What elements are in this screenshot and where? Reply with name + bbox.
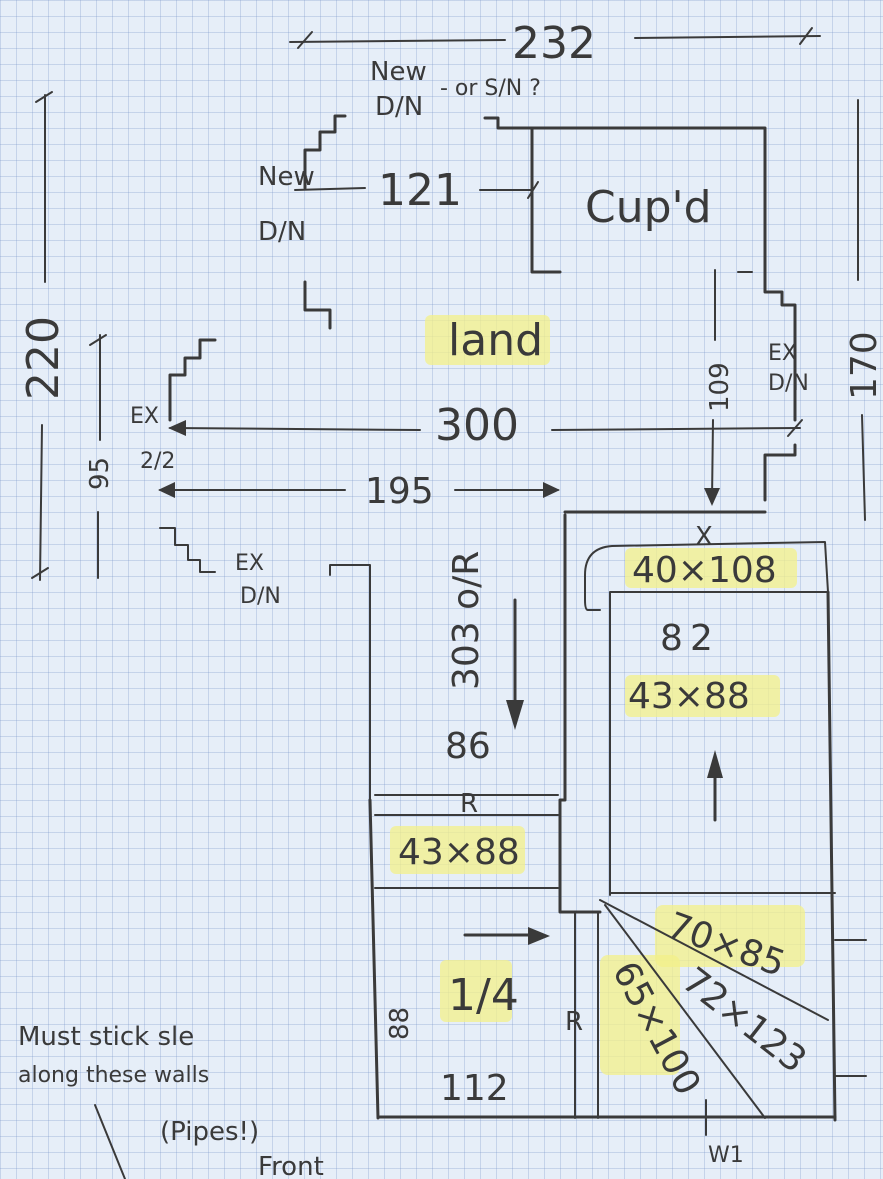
dim-300-arrow-left <box>168 420 186 436</box>
right-stair-wall <box>826 590 837 1122</box>
going-label: 303 o/R <box>446 551 487 690</box>
fraction-8: 8 <box>660 618 683 659</box>
ex-22-line1: EX <box>130 404 159 429</box>
highlight-top-step <box>625 548 797 588</box>
arrow-down-head <box>506 700 524 730</box>
dim-300-left <box>169 427 421 431</box>
wall-left-upper <box>303 280 332 330</box>
new-dn-left-line2: D/N <box>258 217 306 247</box>
wall-lower-left-stair <box>159 527 216 573</box>
highlight-winder-1 <box>655 905 805 967</box>
quarter-label: 1/4 <box>448 970 519 1021</box>
sticks-note-line1: Must stick sle <box>18 1022 194 1052</box>
dim-170-lower-line <box>861 414 866 521</box>
dim-195-arrow-right <box>543 482 560 498</box>
wall-lower-left-ex <box>329 564 371 801</box>
highlight-flight-b <box>390 826 525 874</box>
or-sn-label: - or S/N ? <box>440 76 541 101</box>
highlight-quarter <box>440 960 512 1022</box>
winder-line-2 <box>604 904 766 1119</box>
ex-dn-right-line2: D/N <box>768 371 809 396</box>
stair-depth-label: 86 <box>445 726 491 767</box>
lower-room-left-wall <box>368 798 380 1120</box>
flight-b-label: 43×88 <box>398 832 520 873</box>
fraction-2: 2 <box>690 618 713 659</box>
ex-dn-bottom-line2: D/N <box>240 584 281 609</box>
sticks-note-line2: along these walls <box>18 1063 209 1088</box>
dim-300-label: 300 <box>435 400 519 451</box>
r-mark-side: R <box>565 1007 583 1037</box>
winder-line-1 <box>599 899 829 1021</box>
dim-109-arrow <box>704 488 720 506</box>
new-dn-left-line1: New <box>258 162 315 192</box>
dim-195-label: 195 <box>365 471 434 512</box>
dim-232-right-line <box>634 35 821 39</box>
highlight-land <box>425 315 550 365</box>
dim-121-tick <box>527 181 539 199</box>
dim-121-left <box>294 187 366 191</box>
top-step-label: 40×108 <box>632 550 777 591</box>
wall-left-stair <box>168 338 217 422</box>
dim-232-label: 232 <box>512 18 596 69</box>
highlight-flight-a <box>625 675 780 717</box>
stair-center-wall <box>558 513 602 914</box>
ex-dn-right-line1: EX <box>768 341 797 366</box>
dim-232-tick-left <box>297 31 313 49</box>
dim-300-right <box>551 427 801 431</box>
wall-top-right <box>483 116 797 422</box>
highlight-winder-3 <box>600 955 680 1075</box>
lower-room-depth-label: 88 <box>385 1007 415 1040</box>
dim-95-tick <box>89 334 107 346</box>
front-label: Front <box>258 1152 324 1179</box>
ex-dn-bottom-line1: EX <box>235 551 264 576</box>
pipes-note: (Pipes!) <box>160 1117 259 1147</box>
top-step-outline <box>584 541 829 896</box>
w1-label: W1 <box>708 1143 744 1168</box>
pointer-line <box>94 1104 126 1179</box>
cupboard-label: Cup'd <box>585 182 712 233</box>
dim-220-tick-top <box>35 91 53 103</box>
cupboard-wall <box>530 126 562 274</box>
dim-109-lower <box>711 419 714 501</box>
wall-top-left-stair <box>303 114 347 190</box>
dim-121-label: 121 <box>378 165 462 216</box>
dim-232-left-line <box>289 39 506 43</box>
new-dn-top-line2: D/N <box>375 92 423 122</box>
landing-label: land <box>448 315 543 366</box>
dim-109-label: 109 <box>705 362 735 412</box>
dim-300-tick <box>787 419 803 437</box>
arrow-up-head <box>707 750 723 778</box>
dim-170-label: 170 <box>844 331 883 400</box>
dim-232-tick-right <box>799 27 813 45</box>
arrow-right-head <box>528 927 550 945</box>
dim-195-arrow-left <box>158 482 175 498</box>
new-dn-top-line1: New <box>370 57 427 87</box>
r-mark: R <box>460 789 478 819</box>
dim-95-label: 95 <box>85 457 115 490</box>
dim-220-label: 220 <box>18 316 69 400</box>
dim-220-tick-bottom <box>31 567 49 579</box>
lower-room-label: 112 <box>440 1068 509 1109</box>
x-mark: X <box>695 522 713 552</box>
dim-220-lower-line <box>39 424 43 581</box>
flight-a-label: 43×88 <box>628 676 750 717</box>
ex-22-line2: 2/2 <box>140 449 175 474</box>
wall-right-step <box>763 443 797 502</box>
